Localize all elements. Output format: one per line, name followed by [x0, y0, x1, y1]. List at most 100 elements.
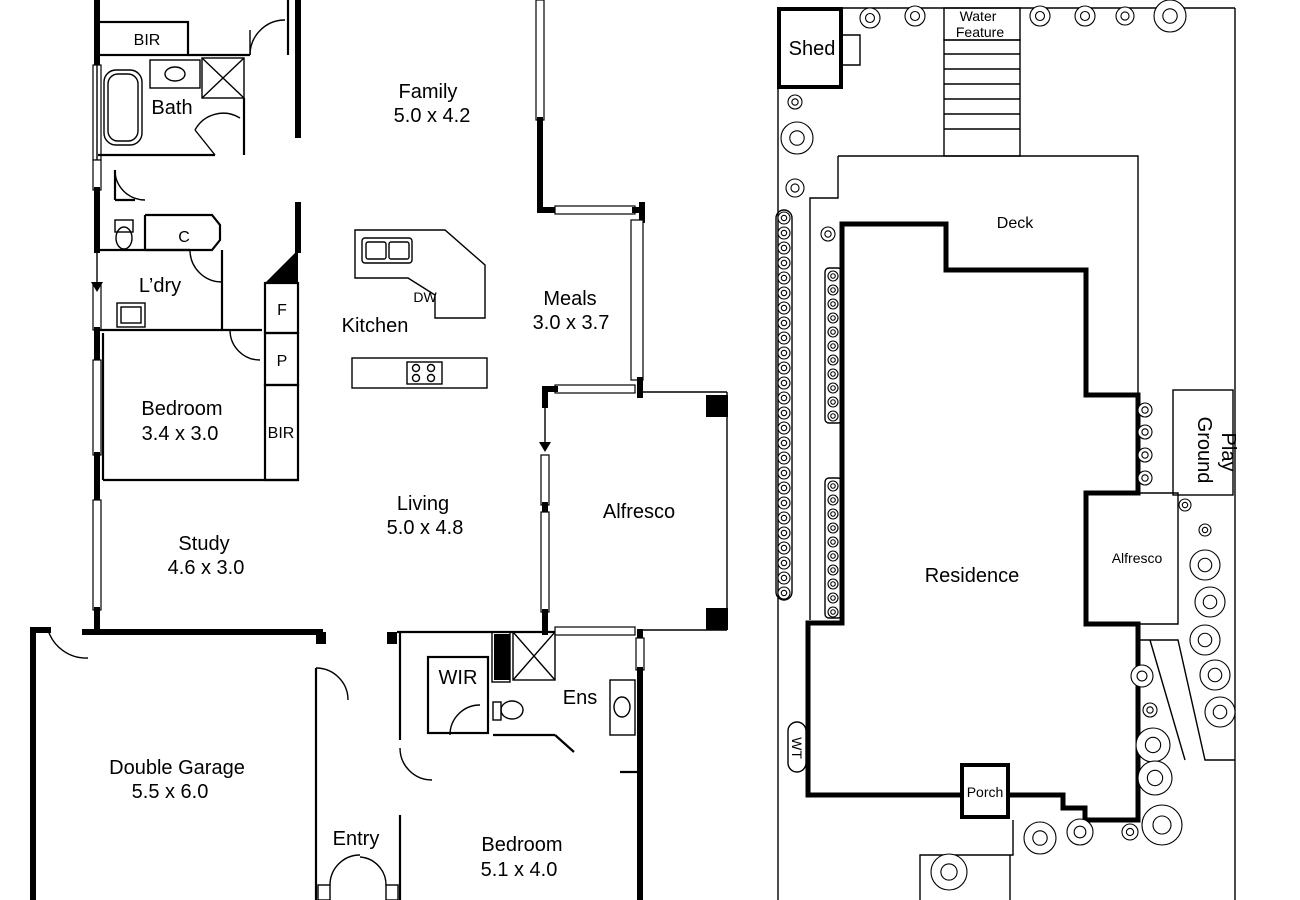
- room-size-meals: 3.0 x 3.7: [533, 312, 610, 334]
- tree-canopy-icon: [1079, 10, 1091, 22]
- bedroom-2-walls: [101, 333, 298, 482]
- tree-canopy-icon: [780, 514, 788, 522]
- site-alfresco: Alfresco: [1086, 492, 1179, 625]
- room-size-bedroom-main: 5.1 x 4.0: [481, 859, 558, 881]
- tree-canopy-icon: [780, 529, 788, 537]
- kitchen-bench: [354, 229, 486, 319]
- front-path: [919, 820, 1014, 900]
- room-label-garage: Double Garage: [109, 757, 245, 779]
- tree-canopy-icon: [780, 319, 788, 327]
- tree-canopy-icon: [830, 413, 836, 419]
- tree-canopy-icon: [1152, 815, 1172, 835]
- play-ground: Play Ground: [1172, 389, 1239, 496]
- wir-ensuite: [387, 626, 645, 900]
- tree-canopy-icon: [780, 469, 788, 477]
- room-label-laundry: L’dry: [139, 275, 181, 297]
- tree-canopy-icon: [1141, 474, 1149, 482]
- room-label-meals: Meals: [543, 288, 596, 310]
- room-size-garage: 5.5 x 6.0: [132, 781, 209, 803]
- room-label-alfresco: Alfresco: [603, 501, 675, 523]
- tree-canopy-icon: [780, 244, 788, 252]
- bathroom: [98, 57, 246, 202]
- tree-canopy-icon: [780, 409, 788, 417]
- deck: Deck: [809, 155, 1139, 620]
- tree-canopy-icon: [780, 289, 788, 297]
- tree-canopy-icon: [780, 349, 788, 357]
- site-label-porch: Porch: [967, 784, 1004, 800]
- tree-canopy-icon: [1197, 557, 1213, 573]
- tree-canopy-icon: [1201, 526, 1209, 534]
- tree-canopy-icon: [1141, 406, 1149, 414]
- tree-canopy-icon: [780, 364, 788, 372]
- site-label-deck: Deck: [997, 215, 1034, 232]
- left-planter-bed: [824, 267, 843, 619]
- room-size-family: 5.0 x 4.2: [394, 105, 471, 127]
- room-label-f: F: [277, 302, 287, 319]
- floor-plan-labels: BIR Bath Family 5.0 x 4.2 C L’dry F P Ki…: [109, 32, 675, 881]
- entry-walls: [317, 632, 433, 900]
- room-label-bedroom-2: Bedroom: [141, 398, 222, 420]
- tree-canopy-icon: [789, 130, 805, 146]
- tree-canopy-icon: [1136, 670, 1148, 682]
- tree-canopy-icon: [780, 379, 788, 387]
- tree-canopy-icon: [780, 334, 788, 342]
- tree-canopy-icon: [780, 559, 788, 567]
- room-label-entry: Entry: [333, 828, 380, 850]
- tree-canopy-icon: [780, 499, 788, 507]
- site-plan: Shed Water Feature Deck Residence: [775, 0, 1239, 900]
- site-label-shed: Shed: [789, 38, 836, 60]
- porch: Porch: [960, 763, 1010, 819]
- tree-canopy-icon: [830, 329, 836, 335]
- tree-canopy-icon: [780, 544, 788, 552]
- tree-canopy-icon: [790, 183, 800, 193]
- tree-canopy-icon: [780, 589, 788, 597]
- tree-canopy-icon: [780, 259, 788, 267]
- tree-canopy-icon: [830, 301, 836, 307]
- tree-canopy-icon: [1197, 632, 1213, 648]
- water-feature: Water Feature: [943, 7, 1021, 157]
- tree-canopy-icon: [780, 484, 788, 492]
- tree-canopy-icon: [780, 304, 788, 312]
- room-size-living: 5.0 x 4.8: [387, 517, 464, 539]
- tree-canopy-icon: [909, 10, 921, 22]
- room-label-kitchen: Kitchen: [342, 315, 409, 337]
- site-label-alfresco: Alfresco: [1112, 550, 1163, 566]
- side-path: [1138, 639, 1235, 761]
- tree-canopy-icon: [780, 454, 788, 462]
- room-label-study: Study: [178, 533, 229, 555]
- left-exterior-wall: [92, 0, 102, 635]
- room-label-family: Family: [399, 81, 458, 103]
- tree-canopy-icon: [780, 424, 788, 432]
- residence: Residence: [805, 221, 1141, 823]
- tree-canopy-icon: [1141, 428, 1149, 436]
- tree-canopy-icon: [1202, 594, 1218, 610]
- kitchen-island: [351, 357, 488, 389]
- tree-canopy-icon: [830, 483, 836, 489]
- tree-canopy-icon: [1146, 706, 1154, 714]
- tree-canopy-icon: [830, 399, 836, 405]
- site-label-residence: Residence: [925, 565, 1020, 587]
- tree-canopy-icon: [1144, 736, 1162, 754]
- tree-canopy-icon: [824, 230, 832, 238]
- site-label-play-line2: Ground: [1193, 417, 1215, 484]
- tree-canopy-icon: [1141, 451, 1149, 459]
- tree-canopy-icon: [864, 12, 876, 24]
- alfresco-floor: [640, 391, 728, 631]
- left-hedge: [775, 209, 793, 601]
- room-label-ens: Ens: [563, 687, 597, 709]
- tree-canopy-icon: [830, 371, 836, 377]
- tree-canopy-icon: [830, 497, 836, 503]
- tree-canopy-icon: [791, 98, 799, 106]
- shed: Shed: [777, 7, 861, 89]
- room-size-bedroom-2: 3.4 x 3.0: [142, 423, 219, 445]
- room-label-bath: Bath: [151, 97, 192, 119]
- tree-canopy-icon: [1207, 667, 1223, 683]
- family-right-wall: [535, 0, 645, 635]
- tree-canopy-icon: [780, 574, 788, 582]
- tree-canopy-icon: [780, 229, 788, 237]
- tree-canopy-icon: [940, 863, 958, 881]
- tree-canopy-icon: [1162, 8, 1178, 24]
- tree-canopy-icon: [830, 287, 836, 293]
- tree-canopy-icon: [1212, 704, 1228, 720]
